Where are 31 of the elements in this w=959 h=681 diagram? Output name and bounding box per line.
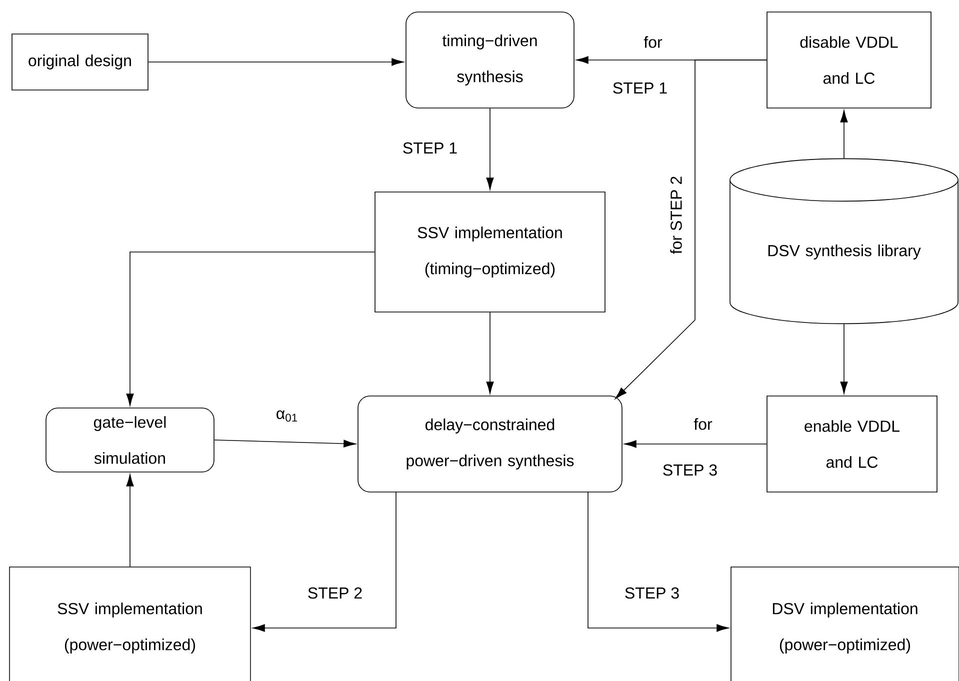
arrow <box>126 252 375 406</box>
process-box: SSV implementation (timing−optimized) <box>374 192 606 312</box>
edge-label: STEP 2 <box>308 587 362 599</box>
process-box: gate−level simulation <box>46 408 214 472</box>
process-box: SSV implementation (power−optimized) <box>9 566 251 681</box>
edge-label: α$_{01}$ <box>276 410 298 422</box>
arrow <box>252 492 396 632</box>
edge-label: for <box>694 418 712 430</box>
edge-label: for STEP 2 <box>670 176 682 254</box>
step-label: STEP 3 <box>663 464 717 476</box>
arrow <box>486 108 494 190</box>
library-cylinder: DSV synthesis library <box>730 158 958 324</box>
process-box: delay−constrained power−driven synthesis <box>358 396 622 492</box>
arrow <box>486 312 494 394</box>
step-label: STEP 1 <box>613 82 667 94</box>
arrow <box>214 440 356 448</box>
arrow <box>840 110 848 159</box>
process-box: enable VDDL and LC <box>766 396 938 492</box>
edge-label: STEP 1 <box>403 142 457 154</box>
arrow <box>126 474 134 567</box>
process-box: disable VDDL and LC <box>766 12 932 108</box>
arrow <box>588 492 729 632</box>
edge-label: STEP 3 <box>625 587 679 599</box>
edge-label: for <box>644 36 662 48</box>
arrow <box>615 60 767 399</box>
process-box: DSV implementation (power−optimized) <box>730 566 959 681</box>
process-box: timing−driven synthesis <box>406 12 574 108</box>
arrow <box>148 58 404 66</box>
arrow <box>624 440 767 448</box>
process-box: original design <box>12 34 148 90</box>
arrow <box>840 324 848 394</box>
